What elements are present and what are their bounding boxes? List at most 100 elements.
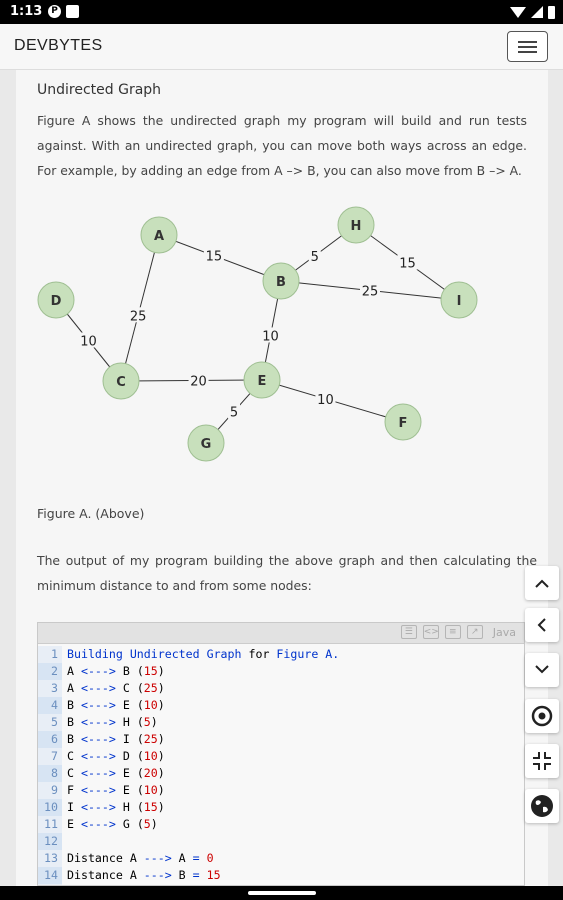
intro-paragraph: Figure A shows the undirected graph my p… [37,113,527,178]
graph-node-E [243,361,281,399]
edge-weight-label: 10 [262,329,279,344]
edge-weight-label: 20 [190,374,207,389]
status-bar: 1:13 P [0,0,563,24]
edge-weight-label: 15 [206,250,223,265]
code-text: I <---> H (15) [67,800,165,814]
scroll-down-button[interactable] [525,653,559,687]
center-button[interactable] [525,699,559,733]
p-app-icon: P [48,5,61,18]
line-number: 7 [38,748,62,765]
line-number: 12 [38,833,62,850]
line-number: 10 [38,799,62,816]
edge-label-bg [188,372,209,388]
edge-label-bg [308,247,321,263]
line-number: 1 [38,646,62,663]
article-content: Undirected Graph Figure A shows the undi… [16,70,548,886]
edge-weight-label: 5 [311,250,319,265]
graph-node-label: C [116,375,126,390]
menu-line-icon [518,41,537,43]
view-source-icon[interactable]: ☰ [400,625,417,639]
code-text: C <---> E (20) [67,766,165,780]
menu-line-icon [518,46,537,48]
code-lines: 1 Building Undirected Graph for Figure A.… [38,646,524,885]
edge-label-bg [203,247,224,263]
code-text: Building Undirected Graph for Figure A. [67,647,340,661]
edge-weight-label: 25 [362,285,379,300]
code-block[interactable]: ☰ <> ≡ ↗ Java 1 Building Undirected Graph… [37,622,525,886]
code-icon[interactable]: <> [422,625,439,639]
edge-weight-label: 15 [399,257,416,272]
line-number: 2 [38,663,62,680]
line-number: 15 [38,884,62,885]
code-text: F <---> E (10) [67,783,165,797]
code-text: B <---> I (25) [67,732,165,746]
graph-node-F [384,403,422,441]
chevron-left-icon [537,618,546,632]
graph-node-label: D [51,294,62,309]
edge-label-bg [260,327,281,343]
code-line: 3 A <---> C (25) [38,680,524,697]
graph-node-D [37,281,75,319]
edge-label-bg [397,254,418,270]
code-line: 10 I <---> H (15) [38,799,524,816]
graph-node-label: H [351,219,362,234]
graph-node-H [337,206,375,244]
code-text: B <---> E (10) [67,698,165,712]
graph-node-label: I [457,294,462,309]
edge-label-bg [128,307,149,323]
open-external-icon[interactable]: ↗ [466,625,483,639]
home-gesture-pill[interactable] [248,891,316,895]
wifi-icon [510,6,526,18]
code-line: 13 Distance A ---> A = 0 [38,850,524,867]
graph-node-label: B [276,275,286,290]
system-nav-bar [0,886,563,900]
line-number: 5 [38,714,62,731]
graph-node-C [102,362,140,400]
graph-node-B [262,262,300,300]
code-line: 15Distance A ---> C = 25 [38,884,524,885]
figure-caption: Figure A. (Above) [37,506,145,521]
edge-label-bg [228,403,240,419]
line-number: 13 [38,850,62,867]
code-line: 12 [38,833,524,850]
line-number: 14 [38,867,62,884]
code-line: 14 Distance A ---> B = 15 [38,867,524,884]
graph-node-label: G [201,437,212,452]
code-line: 1 Building Undirected Graph for Figure A. [38,646,524,663]
status-time: 1:13 [10,4,43,19]
menu-button[interactable] [507,31,548,62]
code-text: Distance A ---> A = 0 [67,851,214,865]
line-number: 11 [38,816,62,833]
page-scroll-area[interactable]: Undirected Graph Figure A shows the undi… [0,70,563,886]
collapse-icon [533,752,551,770]
brand-logo[interactable]: DEVBYTES [14,37,103,54]
edge-label-bg [78,332,99,348]
line-number: 4 [38,697,62,714]
back-button[interactable] [525,608,559,642]
code-language: Java [492,626,516,639]
chevron-up-icon [535,579,549,588]
menu-line-icon [518,51,537,53]
edge-weight-label: 10 [80,335,97,350]
edge-weight-label: 25 [130,309,147,324]
browser-button[interactable] [525,789,559,823]
code-text: Distance A ---> B = 15 [67,868,221,882]
signal-icon [531,6,543,18]
target-icon [531,705,553,727]
code-text: C <---> D (10) [67,749,165,763]
code-text [62,833,67,850]
line-number: 3 [38,680,62,697]
scroll-up-button[interactable] [525,566,559,600]
battery-icon [548,5,555,19]
edge-weight-label: 5 [230,406,238,421]
graph-node-label: A [154,229,164,244]
wrap-icon[interactable]: ≡ [444,625,461,639]
exit-fullscreen-button[interactable] [525,744,559,778]
code-text: A <---> C (25) [67,681,165,695]
code-line: 7 C <---> D (10) [38,748,524,765]
code-toolbar: ☰ <> ≡ ↗ Java [38,623,524,644]
